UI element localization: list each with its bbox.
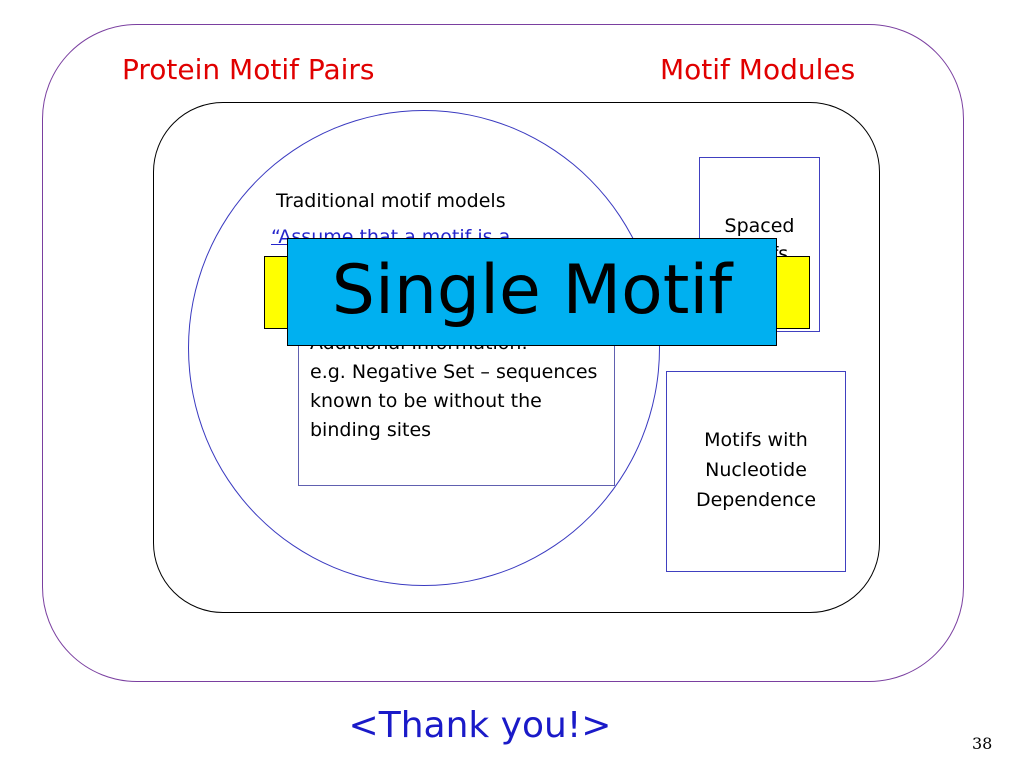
single-motif-overlay-box [287,238,777,346]
additional-information-box [298,324,615,486]
title-protein-motif-pairs: Protein Motif Pairs [122,53,375,86]
traditional-motif-models-heading: Traditional motif models [276,190,506,212]
nucleotide-line-3: Dependence [695,489,817,511]
spaced-motifs-line-1: Spaced [724,215,795,237]
additional-information-body: e.g. Negative Set – sequences known to b… [310,361,598,441]
inner-frame-protein-motif-pairs [153,102,880,613]
additional-information-text: Additional Information: e.g. Negative Se… [310,329,600,445]
single-motif-overlay-label: Single Motif [331,251,733,330]
nucleotide-dependence-box [666,371,846,572]
slide-page-number: 38 [972,734,993,753]
nucleotide-line-1: Motifs with [704,429,808,451]
traditional-models-circle [188,110,660,586]
thank-you-text: <Thank you!> [348,705,612,746]
title-motif-modules: Motif Modules [660,53,856,86]
nucleotide-line-2: Nucleotide [705,459,807,481]
outer-frame-motif-modules [42,24,964,682]
nucleotide-dependence-label: Motifs with Nucleotide Dependence [666,425,846,515]
